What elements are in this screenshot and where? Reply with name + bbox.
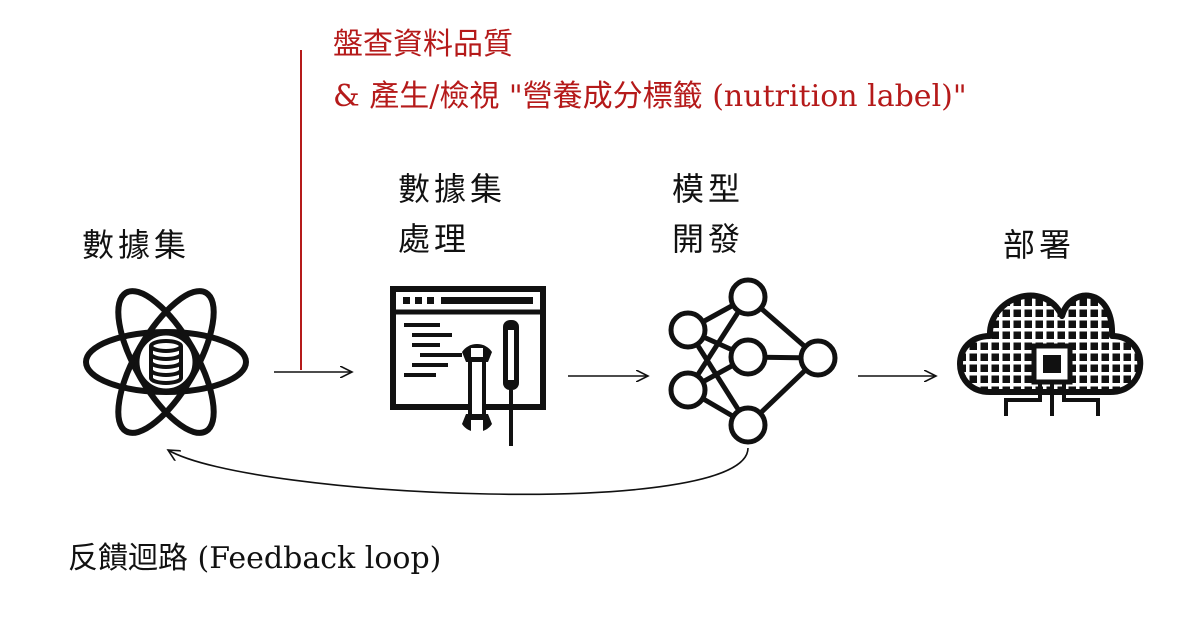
stage-dataset-label: 數據集 — [82, 226, 191, 264]
neural-network-icon — [668, 277, 838, 445]
stage-model-label-2: 開發 — [672, 220, 745, 258]
stage-model-label-1: 模型 — [672, 170, 745, 208]
atom-database-icon — [83, 288, 249, 436]
feedback-loop-arrow — [168, 447, 749, 496]
stage-processing-label-2: 處理 — [398, 220, 471, 258]
stage-deployment-label: 部署 — [1003, 226, 1076, 264]
cloud-chip-icon — [957, 292, 1144, 416]
stage-processing-label-1: 數據集 — [398, 170, 507, 208]
code-window-tools-icon — [390, 286, 546, 446]
annotation-line-1: 盤查資料品質 — [333, 27, 513, 62]
feedback-loop-label: 反饋迴路 (Feedback loop) — [68, 541, 442, 576]
annotation-line-2: & 產生/檢視 "營養成分標籤 (nutrition label)" — [333, 79, 967, 114]
